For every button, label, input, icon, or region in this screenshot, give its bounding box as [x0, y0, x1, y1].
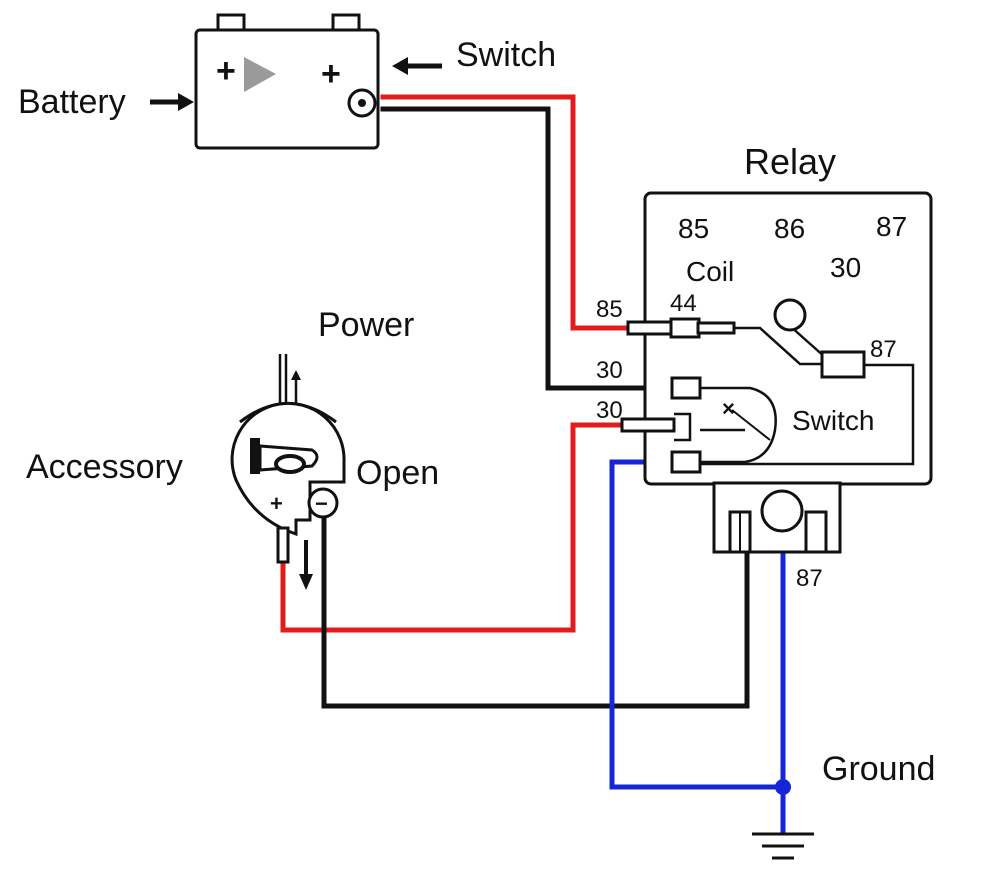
- relay-switch-blade-diag: [731, 409, 771, 441]
- battery: + +: [194, 13, 380, 150]
- relay-header-pin-87: 87: [876, 211, 907, 242]
- relay-pin-44-label: 44: [670, 290, 697, 317]
- relay-base-screw: [760, 489, 804, 533]
- battery-body: [194, 28, 380, 150]
- power-arrow-icon: [291, 370, 301, 380]
- relay-pin-85-label: 85: [596, 296, 623, 323]
- accessory-plus: +: [270, 491, 283, 516]
- relay-coil-lever: [734, 326, 822, 366]
- relay-base-slot-right: [804, 510, 828, 554]
- relay-terminal-44-tail: [696, 321, 736, 335]
- relay-pin-30-lower-label: 30: [596, 397, 623, 424]
- relay-header-pin-86: 86: [774, 213, 805, 244]
- relay: 85 86 87 Coil 30 85 44 30 30 87 × Switch: [596, 191, 933, 592]
- open-label: Open: [356, 454, 439, 492]
- relay-lever-knob: [773, 298, 807, 332]
- red-wire-relay-30-to-accessory: [280, 422, 625, 633]
- red-wire-battery-to-relay-85: [380, 94, 631, 331]
- arrow-left-icon: [392, 57, 442, 75]
- relay-pin-87-bottom-label: 87: [796, 565, 823, 592]
- relay-terminal-85: [626, 320, 676, 336]
- relay-terminal-87: [820, 350, 866, 379]
- accessory-plus-terminal: [276, 526, 290, 564]
- power-label: Power: [318, 306, 414, 344]
- ground-symbol-icon: [752, 832, 814, 860]
- black-wire-battery-to-relay-30: [380, 106, 675, 391]
- relay-lever-arm: [789, 325, 827, 359]
- wires: [280, 94, 791, 835]
- battery-plus-right: +: [321, 55, 341, 93]
- relay-terminal-30-mid: [670, 376, 702, 400]
- relay-contact-mark: ×: [722, 396, 735, 421]
- battery-label: Battery: [18, 83, 126, 121]
- relay-pin-30-mid-label: 30: [596, 357, 623, 384]
- relay-switch-label: Switch: [792, 405, 874, 436]
- accessory: + −: [230, 354, 346, 590]
- horn-icon: [250, 438, 319, 474]
- relay-pin-30-top: 30: [830, 252, 861, 283]
- relay-switch-bracket: [674, 412, 692, 442]
- blue-wire-relay-to-ground: [609, 459, 786, 790]
- relay-label: Relay: [744, 141, 836, 182]
- relay-header-pin-85: 85: [678, 213, 709, 244]
- relay-terminal-30-lower: [620, 417, 676, 433]
- relay-87-return-line: [700, 363, 915, 466]
- arrow-right-icon: [150, 93, 194, 111]
- accessory-minus: −: [315, 491, 328, 516]
- relay-pin-87-right-label: 87: [870, 336, 897, 363]
- battery-plus-left: +: [216, 52, 236, 90]
- accessory-minus-terminal: [307, 487, 339, 519]
- accessory-label: Accessory: [26, 448, 183, 486]
- relay-switch-contact-arc: [700, 386, 777, 464]
- relay-terminal-ground: [670, 450, 702, 474]
- arrow-down-icon: [299, 540, 313, 590]
- switch-top-label: Switch: [456, 36, 556, 74]
- relay-coil-label: Coil: [686, 256, 734, 287]
- relay-terminal-44: [669, 317, 701, 339]
- ground-junction-dot: [775, 779, 791, 795]
- terminal-icon: [358, 99, 366, 107]
- black-wire-accessory-to-relay-base: [321, 517, 750, 709]
- battery-arrow-icon: [244, 57, 276, 92]
- ground-label: Ground: [822, 750, 935, 788]
